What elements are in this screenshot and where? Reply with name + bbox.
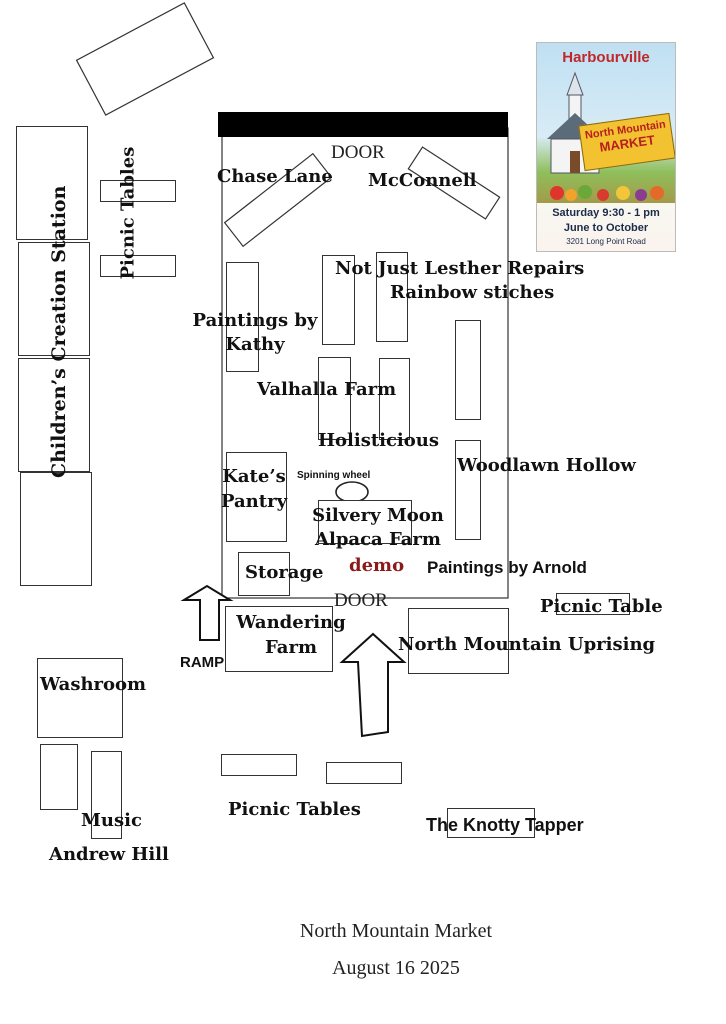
booth-wandering-farm (225, 606, 333, 672)
picnic-table-left-2 (100, 255, 176, 277)
stall-rainbow (376, 252, 408, 342)
holisticious-label: Holisticious (318, 430, 439, 451)
ramp-arrow (180, 584, 234, 641)
mcconnell-table (407, 146, 501, 220)
market-poster: Harbourville North Mountain MARKET Satur… (536, 42, 676, 252)
picnic-tables-vertical-label: Picnic Tables (117, 146, 139, 280)
washroom-building (37, 658, 123, 738)
demo-label: demo (349, 555, 405, 576)
wandering-label-2: Farm (265, 637, 317, 658)
paintings-kathy-label-2: Kathy (225, 334, 285, 355)
map-date: August 16 2025 (332, 957, 460, 979)
empty-area-top-left (75, 2, 215, 116)
childrens-station-box-1 (16, 126, 88, 240)
paintings-kathy-label-1: Paintings by (192, 310, 318, 331)
picnic-tables-bottom-label: Picnic Tables (228, 799, 361, 820)
wandering-label-1: Wandering (236, 612, 346, 633)
poster-brand: Harbourville (562, 49, 650, 66)
storage-label: Storage (245, 562, 324, 583)
booth-north-mountain-uprising (408, 608, 509, 674)
chase-lane-label: Chase Lane (217, 166, 333, 187)
stall-right-upper (455, 320, 481, 420)
north-mountain-uprising-label: North Mountain Uprising (398, 634, 656, 655)
picnic-table-bottom-2 (326, 762, 402, 784)
map-title: North Mountain Market (299, 920, 493, 942)
stall-kates-pantry (226, 452, 287, 542)
stall-silvery-moon (318, 500, 412, 544)
stall-valhalla-2 (379, 358, 410, 440)
door-top-label: DOOR (331, 142, 385, 163)
picnic-table-bottom-1 (221, 754, 297, 776)
childrens-station-box-3 (18, 358, 90, 472)
mcconnell-label: McConnell (368, 170, 477, 191)
knotty-tapper-label: The Knotty Tapper (426, 815, 584, 835)
silvery-label-2: Alpaca Farm (315, 529, 441, 550)
rainbow-label: Rainbow stiches (390, 282, 555, 303)
music-label: Music (81, 810, 142, 831)
music-box-2 (91, 751, 122, 839)
childrens-station-box-4 (20, 472, 92, 586)
storage-room (238, 552, 290, 596)
picnic-table-right (556, 593, 630, 615)
knotty-tapper-table (447, 808, 535, 838)
kates-label-2: Pantry (220, 491, 288, 512)
washroom-label: Washroom (40, 674, 147, 695)
poster-when: Saturday 9:30 - 1 pm (552, 207, 660, 219)
kates-label-1: Kate’s (222, 466, 286, 487)
childrens-station-label: Children’s Creation Station (48, 185, 70, 478)
stall-paintings-kathy (226, 262, 259, 372)
spinning-wheel-label: Spinning wheel (297, 470, 371, 481)
silvery-label-1: Silvery Moon (312, 505, 444, 526)
poster-address: 3201 Long Point Road (566, 237, 646, 246)
woodlawn-label: Woodlawn Hollow (457, 455, 636, 476)
andrew-hill-label: Andrew Hill (49, 844, 169, 865)
stall-valhalla-1 (318, 357, 351, 440)
paintings-arnold-label: Paintings by Arnold (427, 558, 587, 577)
door-bottom-label: DOOR (334, 590, 388, 611)
spinning-wheel-marker (335, 481, 369, 503)
not-just-leather-label: Not Just Lesther Repairs (335, 258, 585, 279)
entrance-arrow (339, 632, 407, 738)
stall-woodlawn (455, 440, 481, 540)
stall-not-just-leather (322, 255, 355, 345)
picnic-table-left-1 (100, 180, 176, 202)
picnic-table-right-label: Picnic Table (540, 596, 663, 617)
valhalla-label: Valhalla Farm (257, 379, 397, 400)
ramp-label: RAMP (180, 654, 225, 671)
chase-lane-table (223, 152, 333, 248)
north-wall (218, 112, 508, 137)
music-box-1 (40, 744, 78, 810)
childrens-station-box-2 (18, 242, 90, 356)
poster-season: June to October (563, 222, 649, 234)
